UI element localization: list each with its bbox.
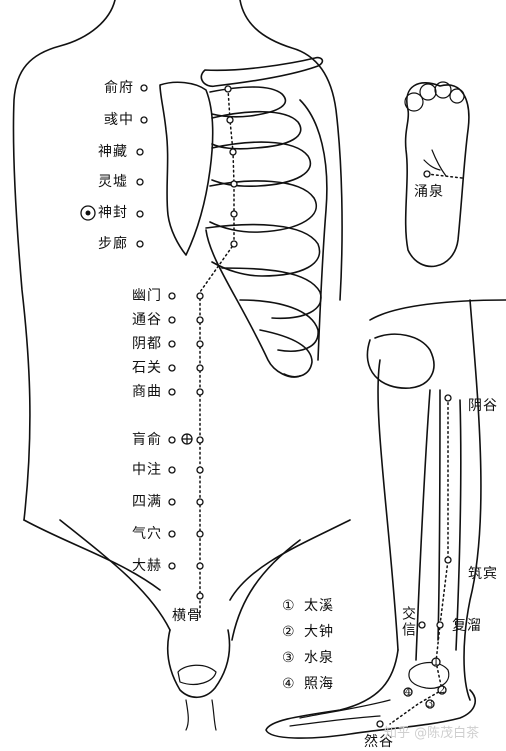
foot-sole-drawing (404, 81, 470, 268)
clavicle (200, 56, 324, 88)
label-youmen: 幽门 (132, 288, 162, 304)
label-yindu: 阴都 (132, 336, 162, 352)
trunk-meridian-path (199, 88, 235, 621)
label-dahe: 大赫 (132, 558, 162, 574)
svg-text:2: 2 (439, 685, 445, 696)
label-shenfeng: 神封 (98, 205, 128, 221)
label-siman: 四满 (132, 494, 162, 510)
leg-point-markers (376, 170, 452, 728)
label-zhubin: 筑宾 (468, 566, 498, 582)
legend-label-dazhong: 大钟 (304, 624, 334, 640)
genital-outline (166, 629, 231, 699)
legend-num-1: ① (282, 598, 296, 614)
label-shencang: 神藏 (98, 144, 128, 160)
legend-label-zhaohai: 照海 (304, 676, 334, 692)
svg-text:4: 4 (405, 687, 411, 698)
label-shiguan: 石关 (132, 360, 162, 376)
trunk-point-markers (80, 84, 238, 600)
torso-outline-right (239, 0, 343, 301)
label-fuliu: 复溜 (452, 618, 482, 634)
label-shangqu: 商曲 (132, 384, 162, 400)
legend-num-4: ④ (282, 676, 296, 692)
label-qixue: 气穴 (132, 526, 162, 542)
label-bulang: 步廊 (98, 236, 128, 252)
label-rangu: 然谷 (364, 734, 394, 750)
leg-drawing (265, 299, 506, 739)
label-yongquan: 涌泉 (414, 184, 444, 200)
label-zhongzhu: 中注 (132, 462, 162, 478)
watermark: 知乎 @陈茂白茶 (384, 726, 480, 741)
label-yuzhong: 彧中 (104, 112, 134, 128)
label-tonggu: 通谷 (132, 312, 162, 328)
legend-label-shuiquan: 水泉 (304, 650, 334, 666)
label-lingxu: 灵墟 (98, 174, 128, 190)
rib-cage (205, 86, 322, 378)
legend-num-2: ② (282, 624, 296, 640)
ankle-number-markers: 1 2 3 4 (405, 657, 445, 710)
svg-text:1: 1 (433, 657, 439, 668)
torso-outline (12, 0, 116, 521)
label-yingu: 阴谷 (468, 398, 498, 414)
legend-num-3: ③ (282, 650, 296, 666)
label-shufu: 俞府 (104, 80, 134, 96)
legend-label-taixi: 太溪 (304, 598, 334, 614)
label-jiaoxin: 交信 (400, 606, 416, 638)
label-huangshu: 肓俞 (132, 432, 162, 448)
svg-text:3: 3 (427, 699, 433, 710)
label-henggu: 横骨 (172, 608, 202, 624)
